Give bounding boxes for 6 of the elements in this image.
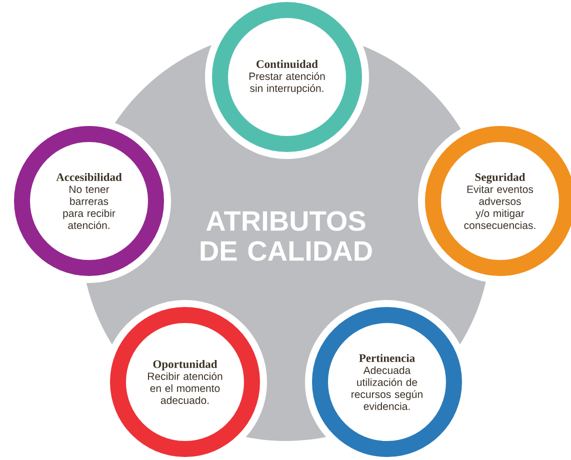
node-label: Prestar atención sin interrupción. <box>249 72 325 94</box>
node-label: Adecuada utilización de recursos según evidencia. <box>352 366 422 410</box>
node-label: Oportunidad <box>153 360 218 370</box>
node-label: Recibir atención en el momento adecuado. <box>148 372 222 404</box>
node-label: Continuidad <box>256 60 318 68</box>
node-label: Pertinencia <box>359 354 415 362</box>
